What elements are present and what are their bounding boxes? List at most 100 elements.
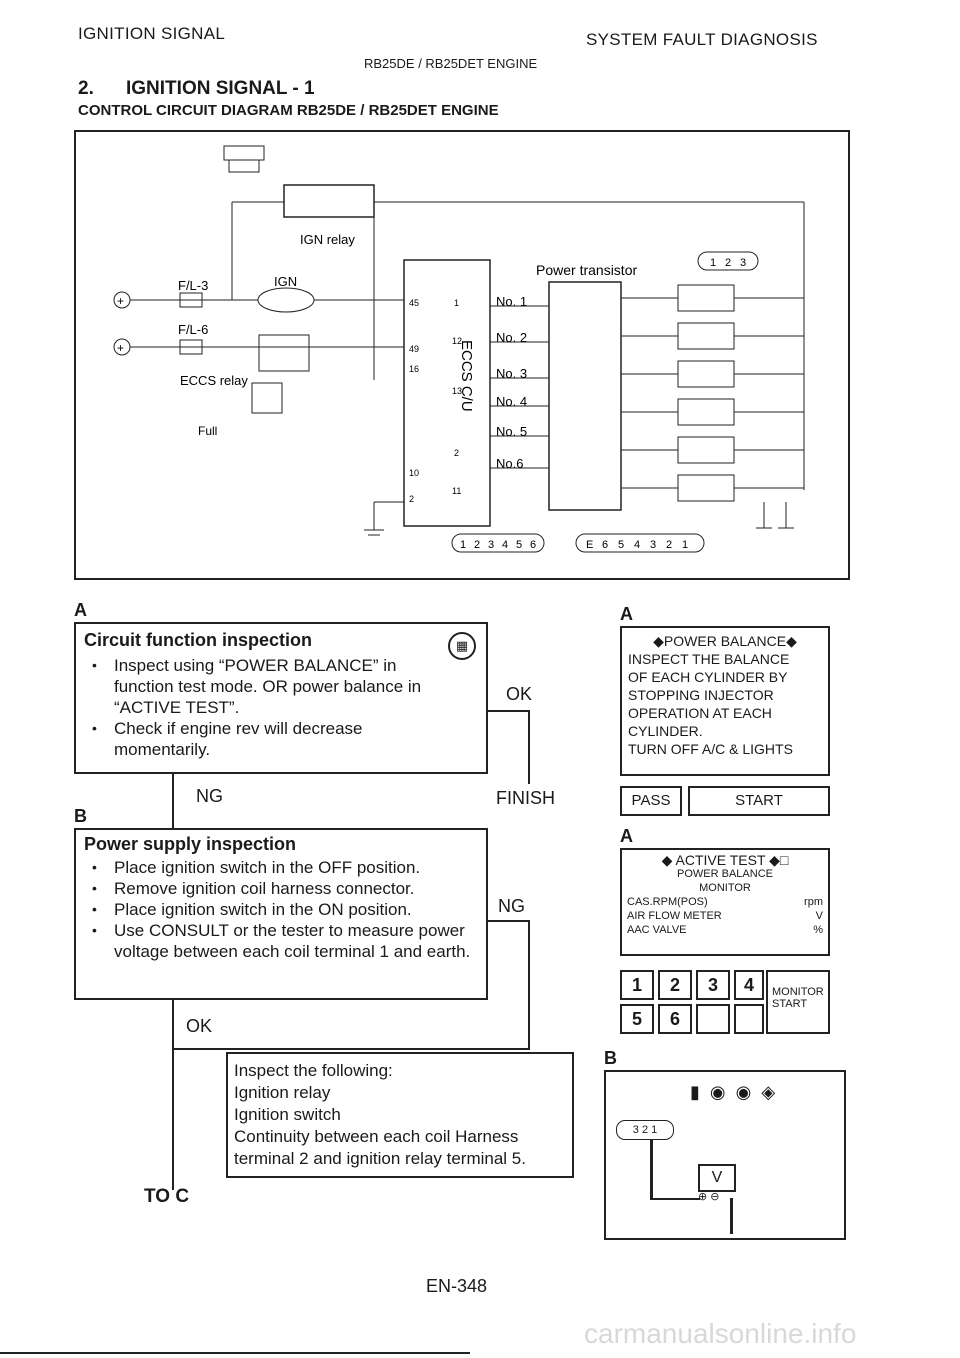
svg-text:6: 6 [602, 539, 608, 551]
svg-text:No. 2: No. 2 [496, 330, 527, 345]
monitor-row: AAC VALVE% [627, 924, 823, 936]
label-a-left: A [74, 600, 87, 620]
cylinder-key-6[interactable]: 6 [658, 1004, 692, 1034]
blank-key[interactable] [734, 1004, 764, 1034]
svg-text:2: 2 [474, 539, 480, 551]
connector-icon: 1 2 3 [697, 251, 759, 271]
pin-label: 45 [409, 298, 419, 308]
power-inspection-item: Remove ignition coil harness connector. [84, 878, 478, 899]
power-inspection-item: Use CONSULT or the tester to measure pow… [84, 920, 478, 962]
header-sub: RB25DE / RB25DET ENGINE [364, 56, 538, 71]
ng-label: NG [196, 786, 223, 806]
eccs-cu-label: ECCS C/U [458, 340, 475, 412]
pin-label: 13 [452, 386, 462, 396]
cylinder-key-5[interactable]: 5 [620, 1004, 654, 1034]
power-inspection-box: Power supply inspection Place ignition s… [74, 828, 488, 1000]
power-balance-screen: ◆POWER BALANCE◆ INSPECT THE BALANCE OF E… [620, 626, 830, 776]
screen-line: OF EACH CYLINDER BY [628, 669, 788, 685]
pin-label: 2 [409, 494, 414, 504]
svg-text:+: + [117, 341, 124, 355]
fl6-label: F/L-6 [178, 322, 208, 337]
svg-text:4: 4 [502, 539, 508, 551]
ng-label: NG [498, 896, 525, 916]
circuit-inspection-box: Circuit function inspection ▦ Inspect us… [74, 622, 488, 774]
svg-text:3: 3 [488, 539, 494, 551]
label-a-right: A [620, 604, 633, 624]
consult-icon: ▦ [448, 632, 476, 660]
header-right: SYSTEM FAULT DIAGNOSIS [586, 30, 818, 49]
svg-text:No. 4: No. 4 [496, 394, 527, 409]
svg-text:3: 3 [650, 539, 656, 551]
label-b-right: B [604, 1048, 617, 1068]
svg-text:6: 6 [530, 539, 536, 551]
active-test-sub2: MONITOR [699, 882, 751, 894]
svg-text:No.6: No.6 [496, 456, 523, 471]
svg-text:4: 4 [634, 539, 640, 551]
ign-label: IGN [274, 274, 297, 289]
watermark: carmanualsonline.info [584, 1318, 857, 1349]
fl3-label: F/L-3 [178, 278, 208, 293]
full-label: Full [198, 424, 217, 438]
blank-key[interactable] [696, 1004, 730, 1034]
pin-label: 11 [452, 486, 461, 496]
pin-label: 10 [409, 468, 419, 478]
ign-relay-label: IGN relay [300, 232, 355, 247]
monitor-start-button[interactable]: MONITOR START [766, 970, 830, 1034]
pin-label: 1 [454, 298, 459, 308]
pin-label: 2 [454, 448, 459, 458]
label-a-right2: A [620, 826, 633, 846]
power-inspection-item: Place ignition switch in the OFF positio… [84, 857, 478, 878]
cylinder-key-1[interactable]: 1 [620, 970, 654, 1000]
circuit-inspection-item: Check if engine rev will decrease moment… [84, 718, 448, 760]
voltmeter: V [698, 1164, 736, 1192]
svg-text:3: 3 [740, 257, 746, 269]
pin-label: 49 [409, 344, 419, 354]
inspect-following-box: Inspect the following: Ignition relay Ig… [226, 1052, 574, 1178]
svg-text:+: + [117, 294, 124, 308]
pass-button[interactable]: PASS [620, 786, 682, 816]
connector-icon: E 6 5 4 3 2 1 [575, 533, 705, 553]
section-subtitle: CONTROL CIRCUIT DIAGRAM RB25DE / RB25DET… [78, 102, 499, 119]
to-c-label: TO C [144, 1186, 190, 1207]
cylinder-key-3[interactable]: 3 [696, 970, 730, 1000]
screen-line: INSPECT THE BALANCE [628, 651, 790, 667]
connector-icon: 1 2 3 4 5 6 [451, 533, 545, 553]
svg-text:No. 5: No. 5 [496, 424, 527, 439]
active-test-sub1: POWER BALANCE [677, 868, 773, 880]
svg-text:E: E [586, 539, 593, 551]
active-test-screen: ◆ ACTIVE TEST ◆□ POWER BALANCE MONITOR C… [620, 848, 830, 956]
cylinder-key-2[interactable]: 2 [658, 970, 692, 1000]
screen-line: TURN OFF A/C & LIGHTS [628, 741, 793, 757]
section-number: 2. [78, 78, 94, 99]
diamond-icon: ◆ [653, 633, 664, 649]
circuit-inspection-title: Circuit function inspection [84, 630, 312, 650]
header-left: IGNITION SIGNAL [78, 24, 226, 43]
pin-label: 16 [409, 364, 419, 374]
cylinder-labels: No. 1 No. 2 No. 3 No. 4 No. 5 No.6 [496, 294, 527, 471]
section-title: IGNITION SIGNAL - 1 [126, 78, 315, 99]
inspect-line: Ignition switch [234, 1105, 341, 1124]
circuit-diagram: IGN relay + + F/L-3 F/L-6 IGN ECCS relay… [74, 130, 850, 580]
square-icon: □ [779, 852, 789, 868]
diamond-icon: ◆ [786, 633, 797, 649]
svg-text:5: 5 [618, 539, 624, 551]
svg-text:No. 3: No. 3 [496, 366, 527, 381]
power-inspection-title: Power supply inspection [84, 834, 297, 854]
inspect-line: Ignition relay [234, 1083, 331, 1102]
coil-connector-icon: 3 2 1 [616, 1120, 674, 1140]
tester-panel: ▮◉◉◈ 3 2 1 V ⊕ ⊖ [604, 1070, 846, 1240]
svg-text:1: 1 [682, 539, 688, 551]
svg-text:2: 2 [725, 257, 731, 269]
ok-label: OK [506, 684, 533, 704]
ok-label: OK [186, 1016, 213, 1036]
inspect-line: terminal 2 and ignition relay terminal 5… [234, 1149, 526, 1168]
eccs-relay-label: ECCS relay [180, 373, 248, 388]
power-balance-title: POWER BALANCE [663, 633, 787, 649]
relay-connector-icon [223, 145, 265, 173]
screen-line: CYLINDER. [628, 723, 703, 739]
cylinder-key-4[interactable]: 4 [734, 970, 764, 1000]
svg-text:2: 2 [666, 539, 672, 551]
start-button[interactable]: START [688, 786, 830, 816]
page-number: EN-348 [426, 1276, 488, 1296]
